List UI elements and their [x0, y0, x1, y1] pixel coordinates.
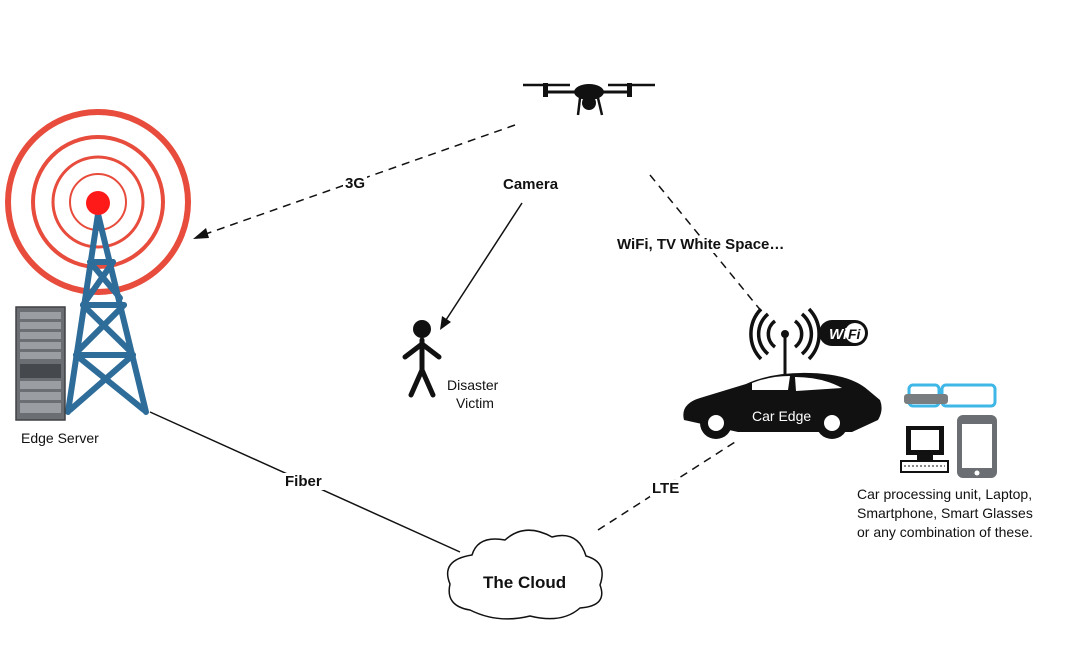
devices-label-line2: Smartphone, Smart Glasses [857, 505, 1033, 521]
car-signal-waves-icon [749, 307, 821, 361]
link-wifi-label: WiFi, TV White Space… [615, 236, 787, 253]
smart-glasses-icon [904, 383, 997, 408]
devices-label-line1: Car processing unit, Laptop, [857, 486, 1033, 502]
victim-label-line1: Disaster [447, 377, 499, 393]
computer-icon [900, 426, 949, 473]
drone-icon [523, 83, 655, 116]
smartphone-icon [957, 415, 997, 478]
wifi-badge-text-left: Wi [829, 326, 848, 343]
link-lte-label: LTE [650, 480, 682, 497]
devices-label-line3: or any combination of these. [857, 524, 1033, 540]
cloud-icon [446, 529, 603, 620]
car-antenna-tip [781, 330, 789, 338]
link-fiber-label: Fiber [283, 473, 324, 490]
camera-label: Camera [503, 176, 559, 193]
car-icon [683, 372, 882, 439]
person-icon [402, 320, 442, 398]
wifi-badge-icon: Wi Fi [819, 320, 868, 346]
car-edge-label: Car Edge [752, 408, 812, 424]
server-rack-icon [15, 306, 66, 421]
link-camera-arrowhead [440, 316, 451, 330]
tower-beacon-icon [86, 191, 110, 215]
wifi-badge-text-right: Fi [848, 326, 862, 342]
link-3g-label: 3G [343, 175, 368, 192]
link-3g-arrowhead [193, 228, 209, 239]
victim-label-line2: Victim [456, 395, 494, 411]
link-camera [443, 202, 523, 324]
edge-server-label: Edge Server [21, 430, 99, 446]
cloud-label: The Cloud [483, 573, 567, 592]
cell-tower-icon [65, 211, 149, 415]
